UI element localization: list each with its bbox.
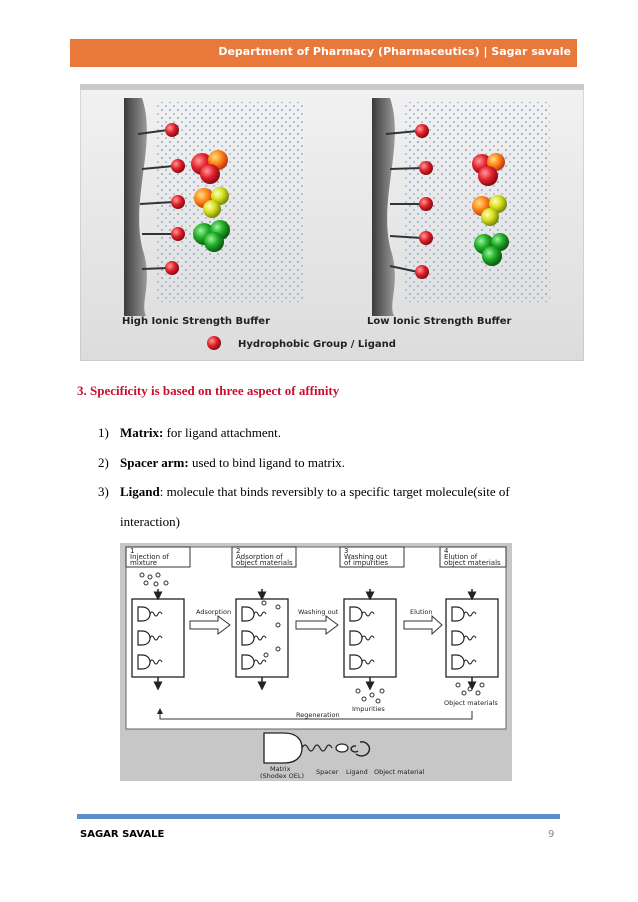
list-term: Ligand	[120, 484, 160, 499]
column-1	[131, 572, 185, 691]
right-green-protein	[474, 233, 509, 266]
step-subtitle: object materials	[236, 559, 293, 567]
column-3	[343, 589, 397, 704]
regeneration-label: Regeneration	[296, 711, 340, 719]
ligand-dot	[419, 197, 433, 211]
left-matrix-wall	[124, 98, 147, 316]
list-term: Spacer arm:	[120, 455, 189, 470]
step-title: Washing out	[344, 553, 388, 561]
step-number: 3	[344, 547, 348, 555]
footer-rule	[77, 814, 560, 819]
left-ligands	[137, 129, 175, 270]
ligand-dot	[419, 161, 433, 175]
legend-diagram	[263, 732, 371, 764]
ligand-dot	[419, 231, 433, 245]
step-title: Elution of	[444, 553, 478, 561]
ligand-dot	[415, 265, 429, 279]
left-buffer-label: High Ionic Strength Buffer	[122, 316, 270, 327]
object-materials-label: Object materials	[444, 699, 498, 707]
right-red-protein	[472, 153, 505, 186]
adsorption-label: Adsorption	[196, 608, 231, 616]
legend-matrix-sub: (Shodex OEL)	[260, 772, 304, 780]
elution-arrow	[403, 614, 443, 636]
list-desc: used to bind ligand to matrix.	[188, 455, 346, 470]
column-4	[445, 589, 499, 696]
list-item: 2) Spacer arm: used to bind ligand to mat…	[98, 455, 345, 471]
step-number: 1	[130, 547, 134, 555]
regeneration-arrow	[157, 708, 473, 720]
legend-label: Hydrophobic Group / Ligand	[238, 339, 396, 350]
step-number: 4	[444, 547, 449, 555]
affinity-process-figure: 1 Injection of mixture 2 Adsorption of o…	[120, 543, 512, 781]
list-number: 3)	[98, 484, 109, 499]
step-subtitle: mixture	[130, 559, 157, 567]
legend-ligand-icon	[207, 336, 221, 350]
elution-label: Elution	[410, 608, 432, 616]
right-ligands	[385, 130, 423, 273]
right-matrix-wall	[372, 98, 395, 316]
washing-label: Washing out	[298, 608, 339, 616]
adsorption-arrow	[189, 615, 231, 635]
legend-object-material: Object material	[374, 768, 425, 776]
legend-matrix: Matrix	[270, 765, 291, 773]
section-heading: 3. Specificity is based on three aspect …	[77, 383, 340, 398]
ligand-dot	[171, 227, 185, 241]
list-term: Matrix:	[120, 425, 164, 440]
ligand-dot	[171, 195, 185, 209]
step-title: Injection of	[130, 553, 170, 561]
list-desc: for ligand attachment.	[163, 425, 281, 440]
list-continuation: interaction)	[120, 514, 180, 529]
step-subtitle: object materials	[444, 559, 501, 567]
step-subtitle: of impurities	[344, 559, 388, 567]
list-number: 2)	[98, 455, 109, 470]
legend-ligand: Ligand	[346, 768, 368, 776]
left-green-protein	[193, 220, 230, 252]
legend-spacer: Spacer	[316, 768, 339, 776]
list-item: 3) Ligand: molecule that binds reversibly…	[98, 484, 510, 500]
step-title: Adsorption of	[236, 553, 283, 561]
ligand-dot	[415, 124, 429, 138]
header-bar: Department of Pharmacy (Pharmaceutics) |…	[70, 39, 577, 67]
column-2	[235, 589, 289, 691]
list-desc: : molecule that binds reversibly to a sp…	[159, 484, 510, 499]
left-yellow-protein	[194, 187, 229, 218]
header-title: Department of Pharmacy (Pharmaceutics) |…	[218, 45, 571, 58]
page-number: 9	[548, 829, 555, 840]
impurities-label: Impurities	[352, 705, 385, 713]
ligand-dot	[171, 159, 185, 173]
right-yellow-protein	[472, 195, 507, 226]
hydrophobic-interaction-figure: High Ionic Strength Buffer Low Ionic Str…	[80, 84, 584, 361]
ligand-dot	[165, 123, 179, 137]
list-item: 1) Matrix: for ligand attachment.	[98, 425, 281, 441]
ligand-dot	[165, 261, 179, 275]
left-red-protein	[191, 150, 228, 184]
washing-arrow	[295, 615, 339, 635]
right-buffer-label: Low Ionic Strength Buffer	[367, 316, 511, 327]
step-number: 2	[236, 547, 240, 555]
list-number: 1)	[98, 425, 109, 440]
footer-author: SAGAR SAVALE	[80, 829, 165, 840]
